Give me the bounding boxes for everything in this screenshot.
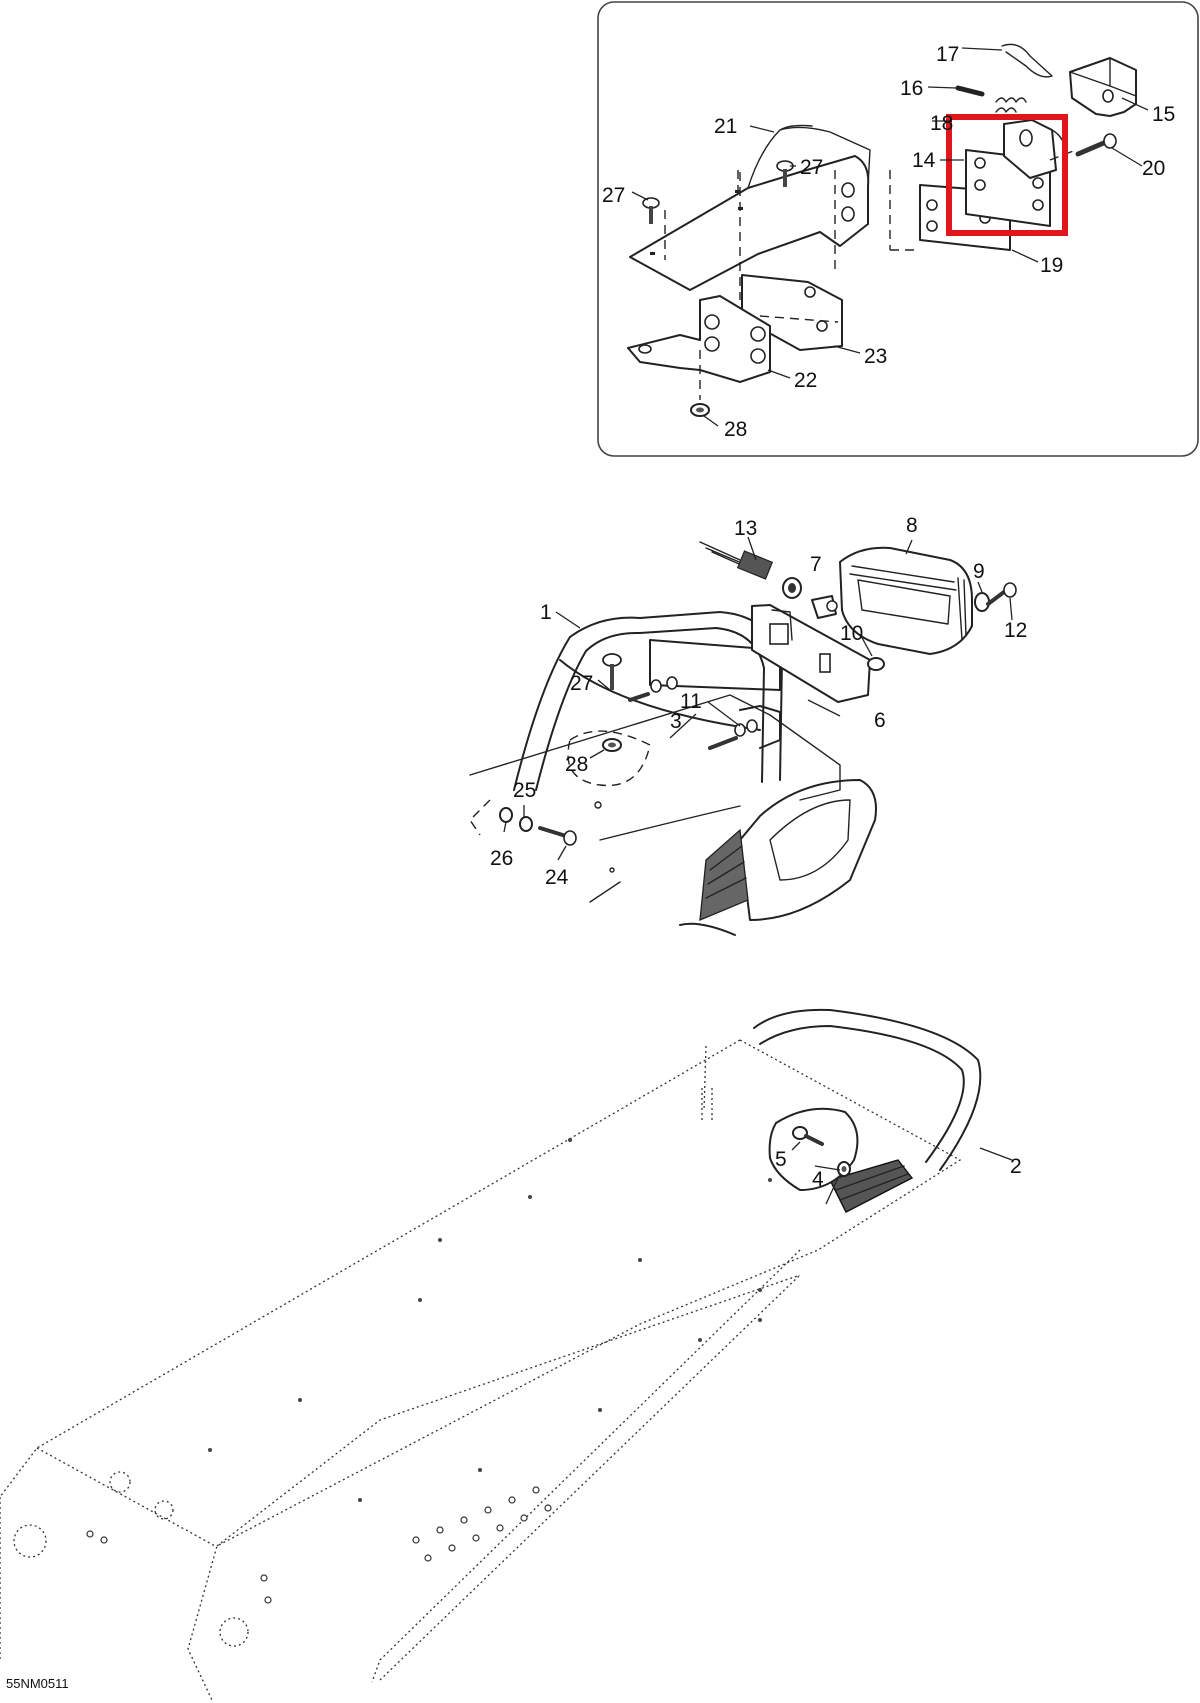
drawing-code: 55NM0511	[6, 1676, 69, 1691]
callout-19: 19	[1040, 254, 1063, 277]
callout-28-inset: 28	[724, 418, 747, 441]
callout-1: 1	[540, 601, 552, 624]
part-4-washer	[837, 1161, 851, 1177]
part-8-tail-lens	[839, 546, 973, 655]
callout-8: 8	[906, 514, 918, 537]
callout-17: 17	[936, 43, 959, 66]
part-7-bulb	[811, 595, 838, 619]
callout-24: 24	[545, 866, 569, 889]
part-12-screw	[986, 582, 1017, 606]
part-16-pin	[955, 85, 985, 97]
part-5-screw	[792, 1126, 824, 1146]
middle-assembly	[469, 541, 1017, 936]
part-2-rear-bumper	[753, 1008, 982, 1213]
callout-20: 20	[1142, 157, 1165, 180]
part-6-lamp-base	[751, 604, 871, 703]
callout-25: 25	[513, 779, 536, 802]
tunnel-assembly	[0, 1008, 982, 1701]
detail-inset	[597, 1, 1199, 457]
part-11-washers	[650, 676, 758, 737]
callout-7: 7	[810, 553, 822, 576]
callout-18: 18	[930, 112, 953, 135]
spring-coil	[995, 97, 1027, 113]
callout-27-inset-left: 27	[602, 184, 625, 207]
callout-3: 3	[670, 710, 682, 733]
callout-11: 11	[680, 690, 702, 713]
callout-27-inset-right: 27	[800, 156, 823, 179]
callout-16: 16	[900, 77, 923, 100]
callout-4: 4	[812, 1168, 824, 1191]
callout-14: 14	[912, 149, 936, 172]
part-27-bolt-inset-left	[642, 197, 660, 224]
part-3-screws	[628, 692, 738, 750]
callout-22: 22	[794, 369, 817, 392]
part-9-washer	[974, 592, 990, 612]
part-24-bolt	[538, 826, 577, 846]
part-26-washer	[499, 807, 513, 823]
callout-13: 13	[734, 517, 757, 540]
part-25-washer	[519, 816, 533, 832]
callout-2: 2	[1010, 1155, 1022, 1178]
part-13-wiring-harness	[699, 541, 802, 599]
part-10-nut	[867, 657, 885, 671]
callout-23: 23	[864, 345, 887, 368]
callout-26: 26	[490, 847, 513, 870]
taillight-base	[679, 779, 877, 936]
callout-10: 10	[840, 622, 863, 645]
part-28-nut-inset	[690, 403, 710, 417]
part-17-clip	[1001, 43, 1053, 78]
highlight-box	[946, 114, 1068, 236]
leader-lines	[503, 47, 1149, 1205]
part-28-nut-main	[567, 730, 651, 787]
callout-27-main: 27	[570, 672, 593, 695]
callout-5: 5	[775, 1148, 787, 1171]
callout-9: 9	[973, 560, 985, 583]
callout-21: 21	[714, 115, 737, 138]
part-22-bracket	[627, 295, 839, 400]
callout-labels: 17 16 15 18 21 14 27 20 27 19 23 22 28 1…	[6, 43, 1175, 1691]
callout-28-main: 28	[565, 753, 588, 776]
callout-12: 12	[1004, 619, 1027, 642]
callout-15: 15	[1152, 103, 1175, 126]
part-15-bracket	[1069, 57, 1137, 117]
callout-6: 6	[874, 709, 886, 732]
part-27-bolt-main	[602, 653, 622, 690]
part-20-bolt	[1075, 133, 1117, 157]
